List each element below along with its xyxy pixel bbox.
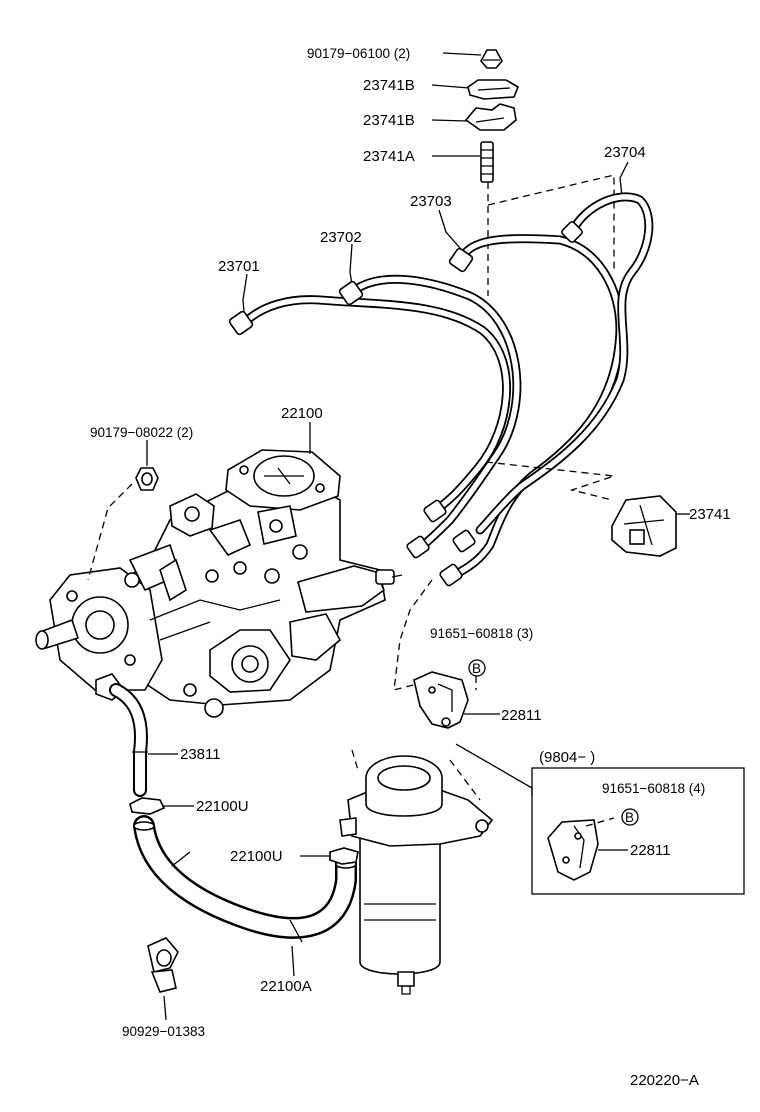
injection-pipe-bundle: [238, 192, 654, 577]
leader-line: [349, 243, 353, 286]
clamp-23741b-lower-part: [464, 103, 517, 131]
dashed-assembly-line: [393, 579, 433, 691]
stud-23741a-part: [480, 141, 494, 183]
label-91651-60818-4: 91651−60818 (4): [602, 781, 705, 796]
label-23741b-upper: 23741B: [363, 77, 415, 94]
label-90929-01383: 90929−01383: [122, 1024, 205, 1039]
inset-box: [531, 767, 745, 895]
label-22100: 22100: [281, 405, 323, 422]
clamp-23741-part: [611, 495, 677, 557]
leader-line: [242, 273, 248, 313]
label-23741a: 23741A: [363, 148, 415, 165]
leader-line: [442, 52, 482, 56]
dashed-assembly-line: [487, 174, 615, 272]
nut-part-icon: [480, 49, 503, 69]
label-22100a: 22100A: [260, 978, 312, 995]
label-90179-08022: 90179−08022 (2): [90, 425, 193, 440]
label-22100u-upper: 22100U: [196, 798, 249, 815]
dashed-assembly-line: [87, 483, 133, 581]
leader-line: [455, 743, 533, 796]
clip-90929-01383-part: [147, 937, 179, 993]
label-23811: 23811: [180, 746, 221, 763]
figure-id: 220220−A: [630, 1072, 699, 1089]
leader-line: [163, 995, 167, 1021]
label-23741b-lower: 23741B: [363, 112, 415, 129]
label-22811-inset: 22811: [630, 842, 671, 859]
label-91651-60818-3: 91651−60818 (3): [430, 626, 533, 641]
label-9804-date-range: (9804− ): [539, 749, 595, 766]
bolt-marker-circle: [468, 659, 486, 677]
label-22100u-lower: 22100U: [230, 848, 283, 865]
hose-23811-part: [95, 673, 148, 797]
label-23703: 23703: [410, 193, 452, 210]
leader-line: [431, 119, 468, 122]
dashed-assembly-line: [351, 749, 359, 771]
label-90179-06100: 90179−06100 (2): [307, 46, 410, 61]
leader-line: [438, 209, 461, 249]
nut-90179-08022-part: [135, 467, 159, 491]
dashed-assembly-line: [585, 817, 615, 827]
clamp-23741b-upper-part: [467, 79, 519, 100]
leader-line: [619, 161, 629, 197]
dashed-assembly-line: [449, 759, 481, 801]
clip-22100u-upper-part: [129, 797, 166, 815]
bracket-22811-part: [413, 671, 469, 729]
bolt-marker-letter: B: [472, 661, 481, 676]
dashed-assembly-line: [485, 461, 615, 501]
bolt-marker-circle: [621, 808, 639, 826]
label-23704: 23704: [604, 144, 646, 161]
bolt-marker-letter: B: [625, 810, 634, 825]
leader-line: [291, 945, 295, 977]
injection-pump-22100-part: [35, 449, 403, 718]
label-22811-main: 22811: [501, 707, 542, 724]
pipe-end-fitting: [228, 221, 583, 587]
clip-22100u-lower-part: [329, 847, 359, 865]
bracket-22811-inset-part: [547, 819, 599, 881]
hose-22100a-part: [133, 815, 357, 943]
label-23741: 23741: [689, 506, 731, 523]
label-23701: 23701: [218, 258, 260, 275]
label-23702: 23702: [320, 229, 362, 246]
leader-line: [431, 84, 470, 89]
fuel-filter-part: [339, 755, 494, 995]
